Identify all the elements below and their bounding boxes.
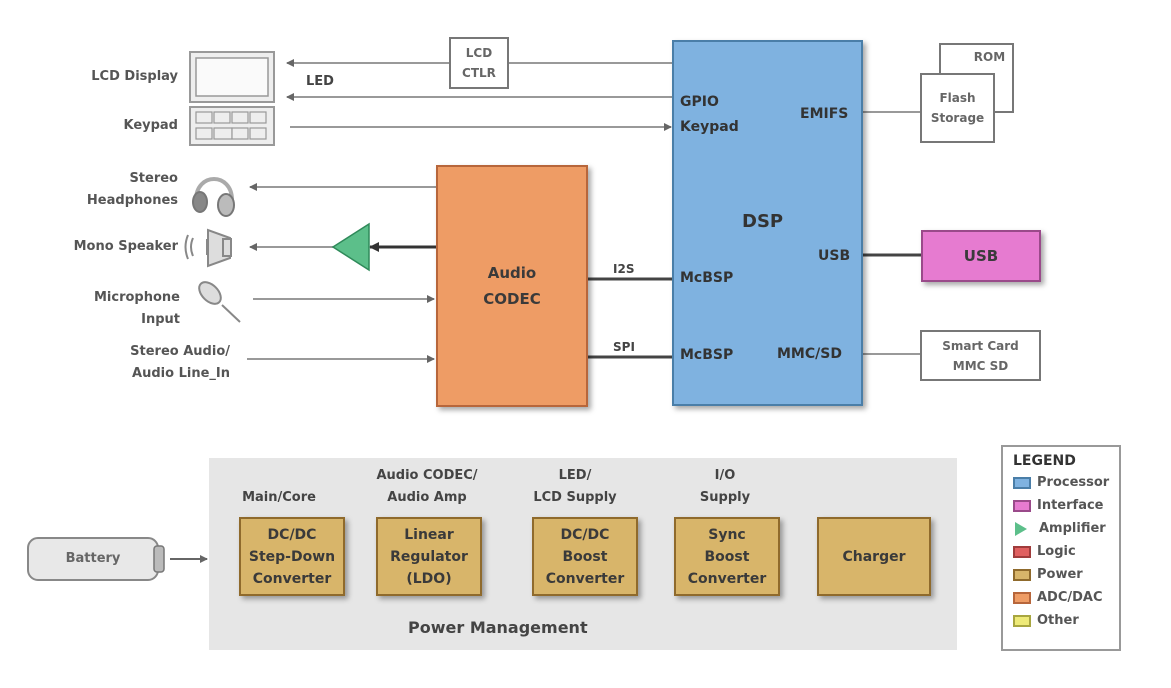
legend-swatch-icon: [1013, 499, 1031, 512]
led-label: LED: [306, 74, 334, 89]
legend-swatch-icon: [1013, 545, 1031, 558]
legend-triangle-swatch-icon: [1015, 521, 1027, 536]
legend-title: LEGEND: [1013, 453, 1076, 469]
dsp-title: DSP: [742, 211, 784, 232]
legend-item: Logic: [1013, 540, 1119, 563]
dsp-gpio-port: GPIO: [680, 94, 719, 110]
legend-item: Power: [1013, 563, 1119, 586]
dsp-mcbsp1-port: McBSP: [680, 270, 734, 286]
power-block-dcdc-boost: DC/DC Boost Converter: [532, 517, 638, 596]
dsp-block: [672, 40, 863, 406]
legend-item-label: Other: [1037, 613, 1079, 628]
headphones-icon: [192, 177, 235, 217]
legend-item-label: Processor: [1037, 475, 1110, 490]
legend-item-label: Logic: [1037, 544, 1076, 559]
legend-item-label: Amplifier: [1039, 521, 1106, 536]
dsp-keypad-port: Keypad: [680, 119, 739, 135]
power-block-dcdc-stepdown: DC/DC Step-Down Converter: [239, 517, 345, 596]
lcd-controller-box: LCD CTLR: [449, 37, 509, 89]
legend-swatch-icon: [1013, 476, 1031, 489]
legend-swatch-icon: [1013, 568, 1031, 581]
keypad-icon: [189, 106, 275, 146]
speaker-label: Mono Speaker: [73, 239, 178, 254]
power-header-led-lcd: LED/ LCD Supply: [533, 468, 617, 505]
lcd-display-label: LCD Display: [91, 69, 178, 84]
dsp-usb-port: USB: [818, 248, 851, 264]
amplifier-icon: [331, 222, 370, 272]
speaker-icon: [184, 228, 232, 268]
power-block-charger: Charger: [817, 517, 931, 596]
legend-item-label: ADC/DAC: [1037, 590, 1103, 605]
usb-interface-block: USB: [921, 230, 1041, 282]
legend-swatch-icon: [1013, 591, 1031, 604]
legend-item: Other: [1013, 609, 1119, 632]
legend-item-label: Power: [1037, 567, 1083, 582]
legend-item: ADC/DAC: [1013, 586, 1119, 609]
microphone-icon: [198, 281, 241, 323]
smart-card-box: Smart Card MMC SD: [920, 330, 1041, 381]
dsp-mcbsp2-port: McBSP: [680, 347, 734, 363]
legend-item-label: Interface: [1037, 498, 1104, 513]
microphone-label: Microphone Input: [93, 290, 180, 327]
flash-storage-box: Flash Storage: [920, 73, 995, 143]
i2s-label: I2S: [613, 262, 635, 276]
power-block-ldo: Linear Regulator (LDO): [376, 517, 482, 596]
dsp-mmcsd-port: MMC/SD: [777, 346, 842, 362]
legend-item: Processor: [1013, 471, 1119, 494]
dsp-emifs-port: EMIFS: [800, 106, 849, 122]
battery-icon: [27, 537, 165, 581]
legend-swatch-icon: [1013, 614, 1031, 627]
legend-item: Interface: [1013, 494, 1119, 517]
spi-label: SPI: [613, 340, 635, 354]
lcd-display-icon: [189, 51, 275, 103]
line-in-label: Stereo Audio/ Audio Line_In: [130, 344, 230, 381]
power-block-sync-boost: Sync Boost Converter: [674, 517, 780, 596]
battery-label: Battery: [65, 551, 121, 566]
power-header-io: I/O Supply: [699, 468, 751, 505]
audio-codec-block: Audio CODEC: [436, 165, 588, 407]
power-header-audio: Audio CODEC/ Audio Amp: [376, 468, 478, 505]
power-management-title: Power Management: [408, 618, 588, 637]
keypad-label: Keypad: [123, 118, 178, 133]
headphones-label: Stereo Headphones: [86, 171, 178, 208]
legend-item: Amplifier: [1013, 517, 1119, 540]
power-header-main-core: Main/Core: [242, 490, 316, 505]
